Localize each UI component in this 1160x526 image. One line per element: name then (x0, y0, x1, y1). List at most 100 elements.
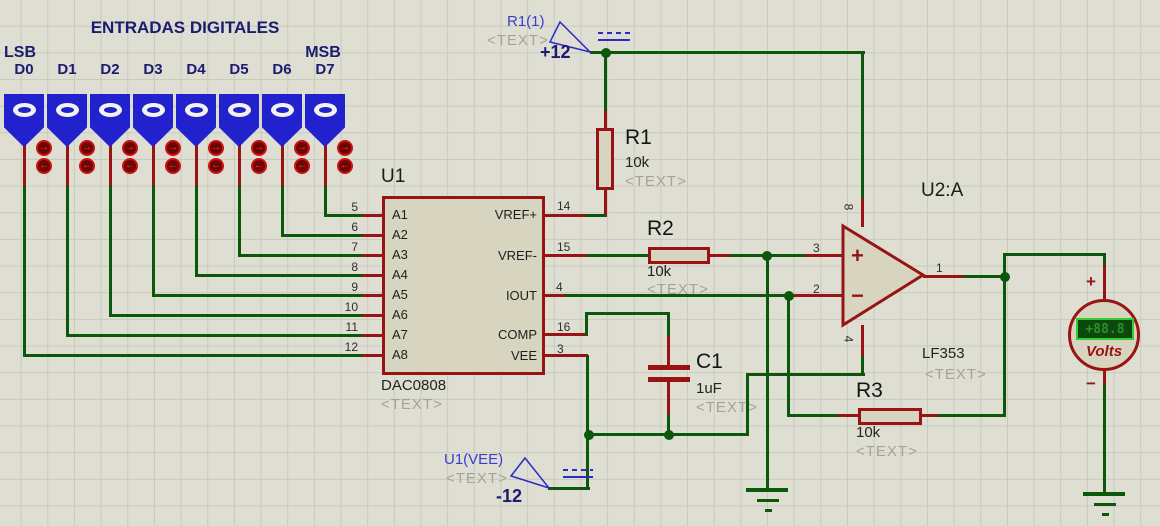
logic-switch-d3[interactable] (133, 94, 173, 147)
dac-pin-name: VREF+ (494, 207, 537, 222)
power-terminal-positive-icon[interactable] (548, 14, 633, 56)
toggle-up-button[interactable]: → (294, 140, 310, 156)
resistor-r3-body[interactable] (858, 408, 922, 425)
voltmeter-unit: Volts (1085, 343, 1123, 360)
opamp-pin-number: 4 (841, 335, 856, 343)
wire (109, 143, 112, 188)
dac-pin-number: 15 (557, 240, 571, 254)
wire (766, 255, 769, 490)
net-label-positive: R1(1) (507, 13, 545, 30)
dac-pin-name: IOUT (505, 288, 537, 303)
resistor-r2-ref: R2 (647, 217, 674, 240)
dac-pin-name: COMP (498, 327, 537, 342)
opamp-pin-number: 3 (813, 241, 820, 255)
dac-pin-number: 3 (557, 342, 564, 356)
resistor-r1-placeholder: <TEXT> (625, 173, 687, 190)
resistor-r2-value: 10k (647, 263, 672, 280)
wire (281, 186, 284, 237)
toggle-up-button[interactable]: → (36, 140, 52, 156)
toggle-up-button[interactable]: → (208, 140, 224, 156)
switch-indicator-center (276, 107, 289, 113)
resistor-lead (920, 414, 940, 417)
dac-pin-name: VREF- (498, 248, 537, 263)
input-label-d4: D4 (186, 61, 206, 78)
wire (1003, 253, 1106, 256)
opamp-inv-pin (790, 294, 843, 297)
wire (362, 314, 382, 317)
wire (963, 275, 1007, 278)
switch-indicator-center (18, 107, 31, 113)
resistor-r1-ref: R1 (625, 126, 652, 149)
resistor-r1-value: 10k (625, 154, 650, 171)
logic-switch-d5[interactable] (219, 94, 259, 147)
wire (152, 186, 155, 297)
opamp-vplus-pin (861, 199, 864, 227)
wire (587, 254, 648, 257)
switch-indicator-center (104, 107, 117, 113)
net-label-negative: U1(VEE) (444, 451, 504, 468)
resistor-r1-body[interactable] (596, 128, 614, 190)
opamp-u2a-body[interactable] (838, 220, 930, 332)
dac-pin-vrefplus (545, 214, 585, 217)
resistor-r2-body[interactable] (648, 247, 710, 264)
wire (362, 334, 382, 337)
dac-pin-name: A1 (392, 207, 408, 222)
logic-switch-d2[interactable] (90, 94, 130, 147)
logic-switch-d7[interactable] (305, 94, 345, 147)
dac-u1-body[interactable] (382, 196, 545, 375)
dac-pin-number: 12 (344, 340, 358, 354)
resistor-r2-placeholder: <TEXT> (647, 281, 709, 298)
input-label-d0: D0 (14, 61, 34, 78)
wire (1003, 277, 1006, 417)
toggle-up-button[interactable]: → (165, 140, 181, 156)
logic-switch-d6[interactable] (262, 94, 302, 147)
toggle-down-button[interactable]: ← (294, 158, 310, 174)
dac-pin-number: 14 (557, 199, 571, 213)
lsb-label: LSB (4, 44, 36, 61)
ground-symbol (746, 488, 788, 492)
capacitor-c1-plate (648, 365, 690, 370)
resistor-r3-ref: R3 (856, 379, 883, 402)
wire (238, 186, 241, 257)
toggle-down-button[interactable]: ← (337, 158, 353, 174)
switch-indicator-center (233, 107, 246, 113)
wire (787, 414, 839, 417)
logic-switch-d0[interactable] (4, 94, 44, 147)
input-label-d6: D6 (272, 61, 292, 78)
junction-dot (664, 430, 674, 440)
toggle-down-button[interactable]: ← (165, 158, 181, 174)
toggle-down-button[interactable]: ← (79, 158, 95, 174)
toggle-down-button[interactable]: ← (251, 158, 267, 174)
dac-pin-name: A4 (392, 267, 408, 282)
capacitor-lead (667, 381, 670, 417)
wire (281, 234, 364, 237)
resistor-lead (604, 111, 607, 130)
resistor-lead (710, 254, 730, 257)
dac-u1-designator: U1 (381, 166, 406, 187)
opamp-vminus-pin (861, 325, 864, 358)
dac-pin-number: 16 (557, 320, 571, 334)
logic-switch-d4[interactable] (176, 94, 216, 147)
dac-pin-vrefminus (545, 254, 587, 257)
ground-symbol (1094, 503, 1116, 506)
negative-rail-value: -12 (496, 486, 523, 506)
switch-indicator-center (319, 107, 332, 113)
power-terminal-negative-icon[interactable] (505, 450, 595, 495)
toggle-down-button[interactable]: ← (208, 158, 224, 174)
toggle-up-button[interactable]: → (79, 140, 95, 156)
toggle-down-button[interactable]: ← (122, 158, 138, 174)
toggle-up-button[interactable]: → (337, 140, 353, 156)
opamp-minus-symbol: − (851, 283, 864, 308)
page-title: ENTRADAS DIGITALES (90, 18, 280, 37)
wire (667, 415, 670, 437)
ground-symbol (1083, 492, 1125, 496)
dac-pin-number: 7 (351, 240, 358, 254)
toggle-up-button[interactable]: → (122, 140, 138, 156)
logic-switch-d1[interactable] (47, 94, 87, 147)
wire (281, 143, 284, 188)
toggle-up-button[interactable]: → (251, 140, 267, 156)
toggle-down-button[interactable]: ← (36, 158, 52, 174)
input-label-d3: D3 (143, 61, 163, 78)
dac-pin-vee (545, 354, 588, 357)
input-label-d1: D1 (57, 61, 77, 78)
